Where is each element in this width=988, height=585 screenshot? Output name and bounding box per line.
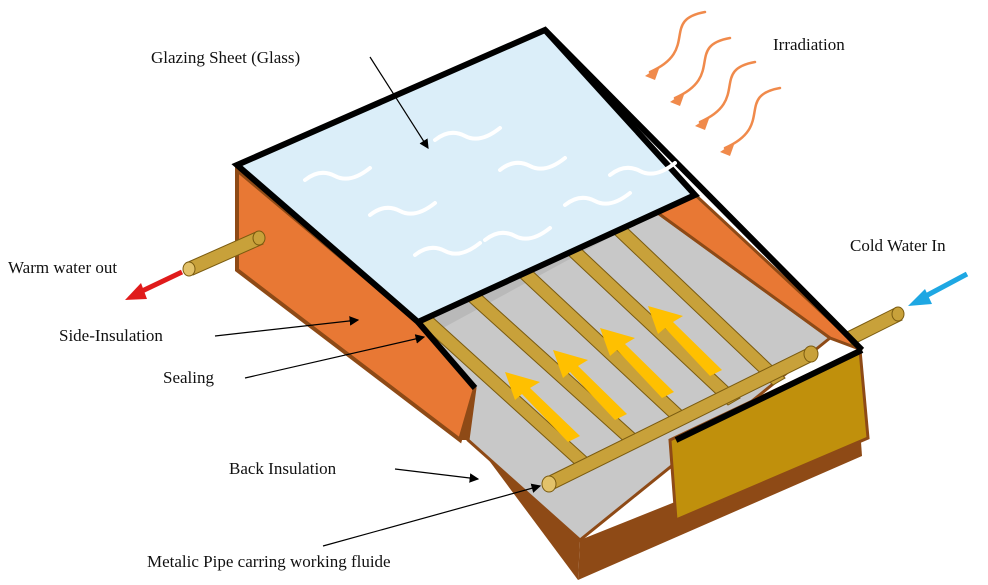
flow-arrows — [505, 306, 722, 442]
glass-reflection — [433, 126, 502, 142]
front-frame-top-edge — [674, 347, 864, 443]
irradiation-arrowhead — [645, 66, 660, 80]
flow-arrow — [553, 350, 627, 420]
glass-reflection — [608, 161, 677, 177]
irradiation-arrows — [648, 10, 782, 150]
header-pipe — [541, 345, 819, 493]
glass-reflection — [563, 191, 632, 207]
flow-arrow — [648, 306, 722, 376]
glazing-sheet — [231, 26, 700, 326]
sealing-edge — [415, 320, 478, 390]
flow-arrow — [505, 372, 580, 442]
irradiation-arrow — [648, 10, 707, 74]
label-glazing-sheet: Glazing Sheet (Glass) — [151, 48, 301, 67]
glass-reflection — [303, 166, 372, 182]
glass-reflection — [483, 226, 552, 242]
leader-side-insulation — [214, 316, 360, 337]
glass-reflection — [368, 201, 437, 217]
leader-lines — [214, 56, 542, 547]
glass-reflections — [303, 126, 677, 257]
glazing-sheet-right-edge — [542, 27, 865, 353]
irradiation-arrowhead — [670, 92, 685, 106]
riser-pipes — [417, 224, 786, 468]
label-side-insulation: Side-Insulation — [59, 326, 163, 345]
label-sealing: Sealing — [163, 368, 214, 387]
leader-glazing — [369, 56, 429, 150]
irradiation-arrowhead — [720, 142, 735, 156]
leader-sealing — [244, 334, 426, 379]
cold-water-arrow — [908, 271, 969, 306]
flow-arrow — [600, 328, 674, 398]
leader-back-insulation — [394, 468, 480, 483]
label-back-insulation: Back Insulation — [229, 459, 337, 478]
glass-reflection — [498, 156, 567, 172]
label-cold-water-in: Cold Water In — [850, 236, 946, 255]
warm-water-arrow — [125, 269, 184, 300]
irradiation-arrow — [698, 60, 757, 124]
leader-metallic-pipe — [322, 483, 542, 547]
irradiation-arrow — [723, 86, 782, 150]
label-warm-water-out: Warm water out — [8, 258, 118, 277]
irradiation-arrowhead — [695, 116, 710, 130]
outlet-pipe — [182, 230, 266, 277]
glass-reflection — [413, 241, 482, 257]
irradiation-arrow — [673, 36, 732, 100]
label-metallic-pipe: Metalic Pipe carring working fluide — [147, 552, 391, 571]
label-irradiation: Irradiation — [773, 35, 845, 54]
irradiation-arrowheads — [645, 66, 735, 156]
